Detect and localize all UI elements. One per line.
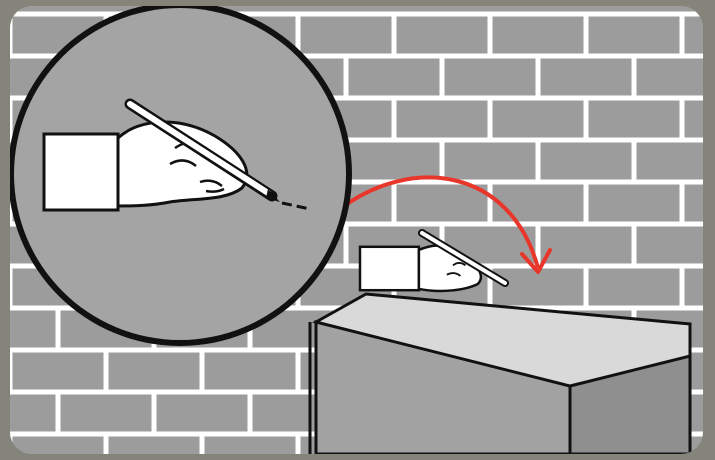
zoom-inset xyxy=(10,6,352,346)
illustration-panel xyxy=(10,6,703,454)
wall-scene xyxy=(10,6,703,454)
cabinet xyxy=(310,294,690,454)
